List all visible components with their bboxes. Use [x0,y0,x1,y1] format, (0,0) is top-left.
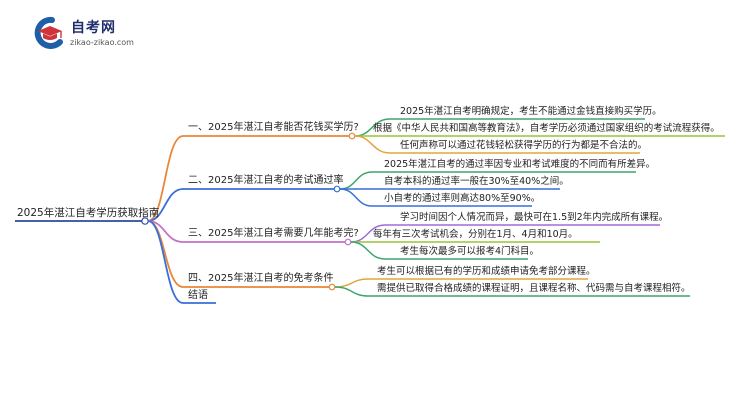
leaf-4-1[interactable]: 考生可以根据已有的学历和成绩申请免考部分课程。 [377,266,596,277]
branch-5-label[interactable]: 结语 [188,290,208,301]
branch-4-junction [328,283,336,291]
leaf-1-3-connector [354,135,640,154]
leaf-1-1[interactable]: 2025年湛江自考明确规定，考生不能通过金钱直接购买学历。 [400,106,662,117]
branch-3-connector [147,220,346,243]
leaf-1-2[interactable]: 根据《中华人民共和国高等教育法》，自考学历必须通过国家组织的考试流程获得。 [373,123,720,134]
branch-1-junction [348,132,356,140]
leaf-4-2[interactable]: 需提供已取得合格成绩的课程证明，且课程名称、代码需与自考课程相符。 [377,283,691,294]
logo-subtitle: zikao-zikao.com [70,38,134,47]
leaf-3-1[interactable]: 学习时间因个人情况而异，最快可在1.5到2年内完成所有课程。 [400,212,669,223]
branch-2-label[interactable]: 二、2025年湛江自考的考试通过率 [188,175,344,186]
leaf-1-3[interactable]: 任何声称可以通过花钱轻松获得学历的行为都是不合法的。 [400,140,648,151]
branch-4-label[interactable]: 四、2025年湛江自考的免考条件 [188,273,334,284]
branch-3-label[interactable]: 三、2025年湛江自考需要几年能考完? [188,228,359,239]
leaf-2-2[interactable]: 自考本科的通过率一般在30%至40%之间。 [384,176,569,187]
branch-5-connector [147,220,216,304]
branch-2-junction [333,185,341,193]
leaf-2-3[interactable]: 小自考的通过率则高达80%至90%。 [384,193,541,204]
mindmap-root[interactable]: 2025年湛江自考学历获取指南 [17,207,160,219]
leaf-4-2-connector [334,286,690,297]
branch-2-connector [147,188,335,222]
leaf-2-3-connector [339,188,532,207]
logo-title: 自考网 [71,20,116,36]
graduation-cap-icon [34,16,63,49]
leaf-3-2[interactable]: 每年有三次考试机会，分别在1月、4月和10月。 [373,229,578,240]
site-logo[interactable]: 自考网 zikao-zikao.com [30,14,170,54]
branch-1-label[interactable]: 一、2025年湛江自考能否花钱买学历? [188,122,359,133]
leaf-2-1[interactable]: 2025年湛江自考的通过率因专业和考试难度的不同而有所差异。 [384,159,656,170]
leaf-3-3[interactable]: 考生每次最多可以报考4门科目。 [400,246,540,257]
branch-1-connector [147,135,350,222]
leaf-3-3-connector [350,241,528,260]
branch-3-junction [344,238,352,246]
